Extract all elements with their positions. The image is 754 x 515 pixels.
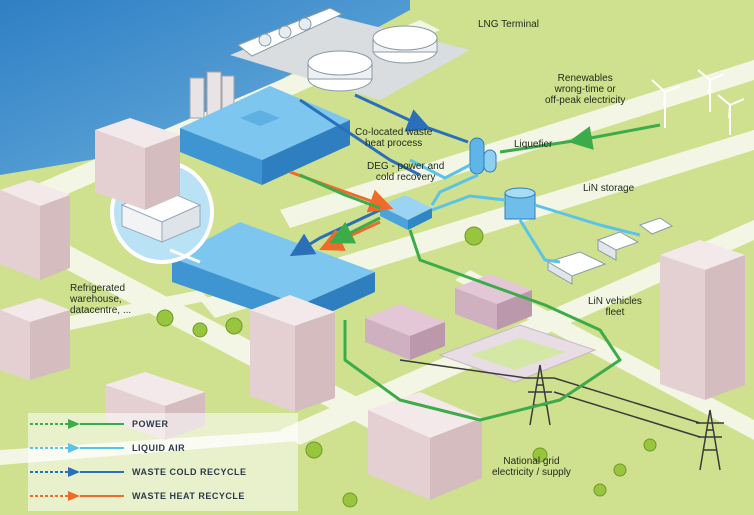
label-national-grid-line2: electricity / supply <box>492 467 571 478</box>
office-blocks <box>365 274 532 360</box>
trees <box>156 226 657 508</box>
legend: POWER LIQUID AIR WASTE COLD RECYCLE WAST… <box>28 413 298 511</box>
label-lin-storage: LiN storage <box>583 183 635 194</box>
legend-swatch-liquid-air <box>30 443 124 453</box>
legend-swatch-waste-cold <box>30 467 124 477</box>
legend-label-waste-cold: WASTE COLD RECYCLE <box>132 467 247 477</box>
label-waste-heat-process: Co-located waste heat process <box>355 127 432 149</box>
lin-vehicles <box>546 217 674 285</box>
liquefier <box>469 137 497 175</box>
legend-swatch-waste-heat <box>30 491 124 501</box>
flow-lines <box>289 93 661 422</box>
label-deg-line1: DEG - power and <box>367 161 445 172</box>
lng-tanks <box>307 25 438 92</box>
legend-swatch-power <box>30 419 124 429</box>
label-renewables-line1: Renewables <box>557 73 613 84</box>
label-waste-heat-line2: heat process <box>365 138 423 149</box>
label-warehouse-line1: Refrigerated <box>70 283 126 294</box>
label-liquefier: Liquefier <box>514 139 553 150</box>
label-lin-vehicles-line2: fleet <box>605 307 625 318</box>
legend-label-power: POWER <box>132 419 169 429</box>
label-national-grid-line1: National grid <box>503 456 560 467</box>
label-lin-vehicles-line1: LiN vehicles <box>588 296 642 307</box>
label-deg-line2: cold recovery <box>375 172 436 183</box>
legend-label-waste-heat: WASTE HEAT RECYCLE <box>132 491 245 501</box>
label-warehouse: Refrigerated warehouse, datacentre, ... <box>70 283 131 316</box>
lng-ship <box>237 7 344 57</box>
label-deg: DEG - power and cold recovery <box>367 161 444 183</box>
label-lin-vehicles: LiN vehicles fleet <box>588 296 642 318</box>
wind-turbines <box>651 69 745 135</box>
label-renewables: Renewables wrong-time or off-peak electr… <box>545 73 625 106</box>
chimneys <box>189 71 235 119</box>
label-national-grid: National grid electricity / supply <box>492 456 571 478</box>
label-renewables-line3: off-peak electricity <box>545 95 626 106</box>
legend-label-liquid-air: LIQUID AIR <box>132 443 186 453</box>
legend-item-liquid-air: LIQUID AIR <box>28 441 298 455</box>
lin-storage-tank <box>504 187 536 220</box>
city-buildings <box>0 118 745 500</box>
label-warehouse-line2: warehouse, <box>70 294 122 305</box>
label-renewables-line2: wrong-time or <box>554 84 616 95</box>
label-warehouse-line3: datacentre, ... <box>70 305 132 316</box>
legend-item-waste-cold: WASTE COLD RECYCLE <box>28 465 298 479</box>
legend-item-waste-heat: WASTE HEAT RECYCLE <box>28 489 298 503</box>
legend-item-power: POWER <box>28 417 298 431</box>
label-lng-terminal: LNG Terminal <box>478 19 539 30</box>
label-waste-heat-line1: Co-located waste <box>355 127 433 138</box>
